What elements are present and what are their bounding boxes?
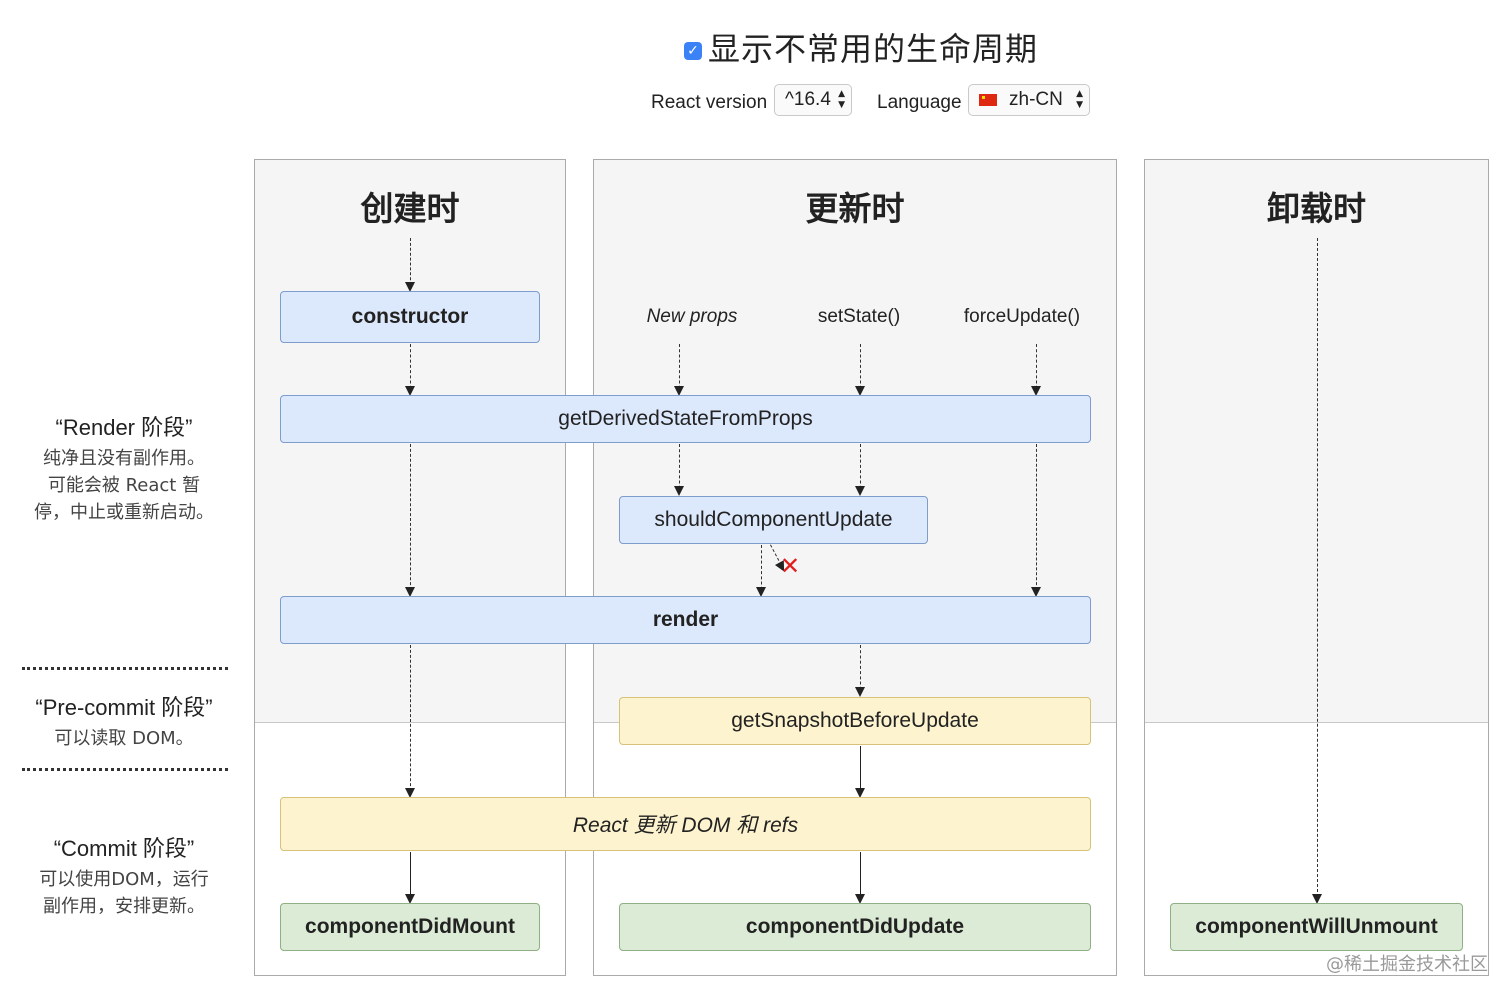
trigger-new-props: New props <box>646 306 738 327</box>
select-arrows-icon: ▲▼ <box>1076 89 1083 110</box>
china-flag-icon <box>979 94 997 106</box>
commit-phase-desc: 可以使用DOM，运行 副作用，安排更新。 <box>20 866 228 920</box>
arrow-render-to-react-updates <box>405 645 415 798</box>
precommit-phase-desc: 可以读取 DOM。 <box>54 728 194 749</box>
react-version-label: React version <box>651 92 768 113</box>
render-phase-desc: 纯净且没有副作用。 可能会被 React 暂 停，中止或重新启动。 <box>20 445 228 526</box>
arrow-render-to-gsbu <box>855 645 865 697</box>
header-title: ✓ 显示不常用的生命周期 <box>684 24 1038 70</box>
arrow-constructor-to-gdsfp <box>405 344 415 396</box>
phase-divider <box>22 768 228 771</box>
scu-box[interactable]: shouldComponentUpdate <box>619 496 928 544</box>
page-title: 显示不常用的生命周期 <box>708 30 1039 68</box>
arrow-newprops-to-gdsfp <box>674 344 684 396</box>
arrow-gdsfp-to-scu <box>674 444 684 496</box>
column-render-area <box>1145 160 1488 723</box>
arrow-forceupdate-to-gdsfp <box>1031 344 1041 396</box>
arrow-gdsfp-to-render-mount <box>405 444 415 597</box>
phase-divider <box>22 667 228 670</box>
react-updates-dom-box[interactable]: React 更新 DOM 和 refs <box>280 797 1091 851</box>
arrow-to-cdu <box>855 852 865 904</box>
render-phase-desc-line: 停，中止或重新启动。 <box>34 502 214 523</box>
trigger-force-update: forceUpdate() <box>963 306 1081 327</box>
check-icon: ✓ <box>687 43 699 59</box>
commit-phase-desc-line: 可以使用DOM，运行 <box>39 869 209 890</box>
cdu-box[interactable]: componentDidUpdate <box>619 903 1091 951</box>
gsbu-box[interactable]: getSnapshotBeforeUpdate <box>619 697 1091 745</box>
cdm-box[interactable]: componentDidMount <box>280 903 540 951</box>
commit-phase-desc-line: 副作用，安排更新。 <box>43 896 205 917</box>
arrow-setstate-to-gdsfp <box>855 344 865 396</box>
cwu-box[interactable]: componentWillUnmount <box>1170 903 1463 951</box>
unmount-column-title: 卸载时 <box>1267 189 1366 228</box>
arrow-to-cwu <box>1312 238 1322 904</box>
arrow-scu-to-render <box>756 545 766 597</box>
language-select[interactable]: zh-CN ▲▼ <box>968 84 1090 116</box>
arrow-to-constructor <box>405 238 415 292</box>
render-box[interactable]: render <box>280 596 1091 644</box>
stop-x-icon: ✕ <box>780 552 801 580</box>
mount-column-title: 创建时 <box>360 189 460 228</box>
arrow-to-cdm <box>405 852 415 904</box>
select-arrows-icon: ▲▼ <box>838 89 845 110</box>
render-phase-desc-line: 可能会被 React 暂 <box>47 475 201 496</box>
gdsfp-box[interactable]: getDerivedStateFromProps <box>280 395 1091 443</box>
unmount-column: 卸载时 <box>1144 159 1489 976</box>
react-version-value: ^16.4 <box>785 89 831 110</box>
arrow-gdsfp-to-scu <box>855 444 865 496</box>
watermark: @稀土掘金技术社区 <box>1326 954 1488 975</box>
language-value: zh-CN <box>1009 89 1063 110</box>
react-version-select[interactable]: ^16.4 ▲▼ <box>774 84 852 116</box>
update-column: 更新时 <box>593 159 1117 976</box>
show-rare-lifecycles-checkbox[interactable]: ✓ <box>684 42 702 60</box>
update-column-title: 更新时 <box>805 189 905 228</box>
render-phase-title: “Render 阶段” <box>55 415 193 440</box>
arrow-forceupdate-to-render <box>1031 444 1041 597</box>
render-phase-desc-line: 纯净且没有副作用。 <box>43 448 205 469</box>
constructor-box[interactable]: constructor <box>280 291 540 343</box>
precommit-phase-title: “Pre-commit 阶段” <box>35 695 213 720</box>
language-label: Language <box>877 92 962 113</box>
commit-phase-title: “Commit 阶段” <box>53 836 195 861</box>
arrow-gsbu-to-react-updates <box>855 746 865 798</box>
trigger-set-state: setState() <box>817 306 901 327</box>
